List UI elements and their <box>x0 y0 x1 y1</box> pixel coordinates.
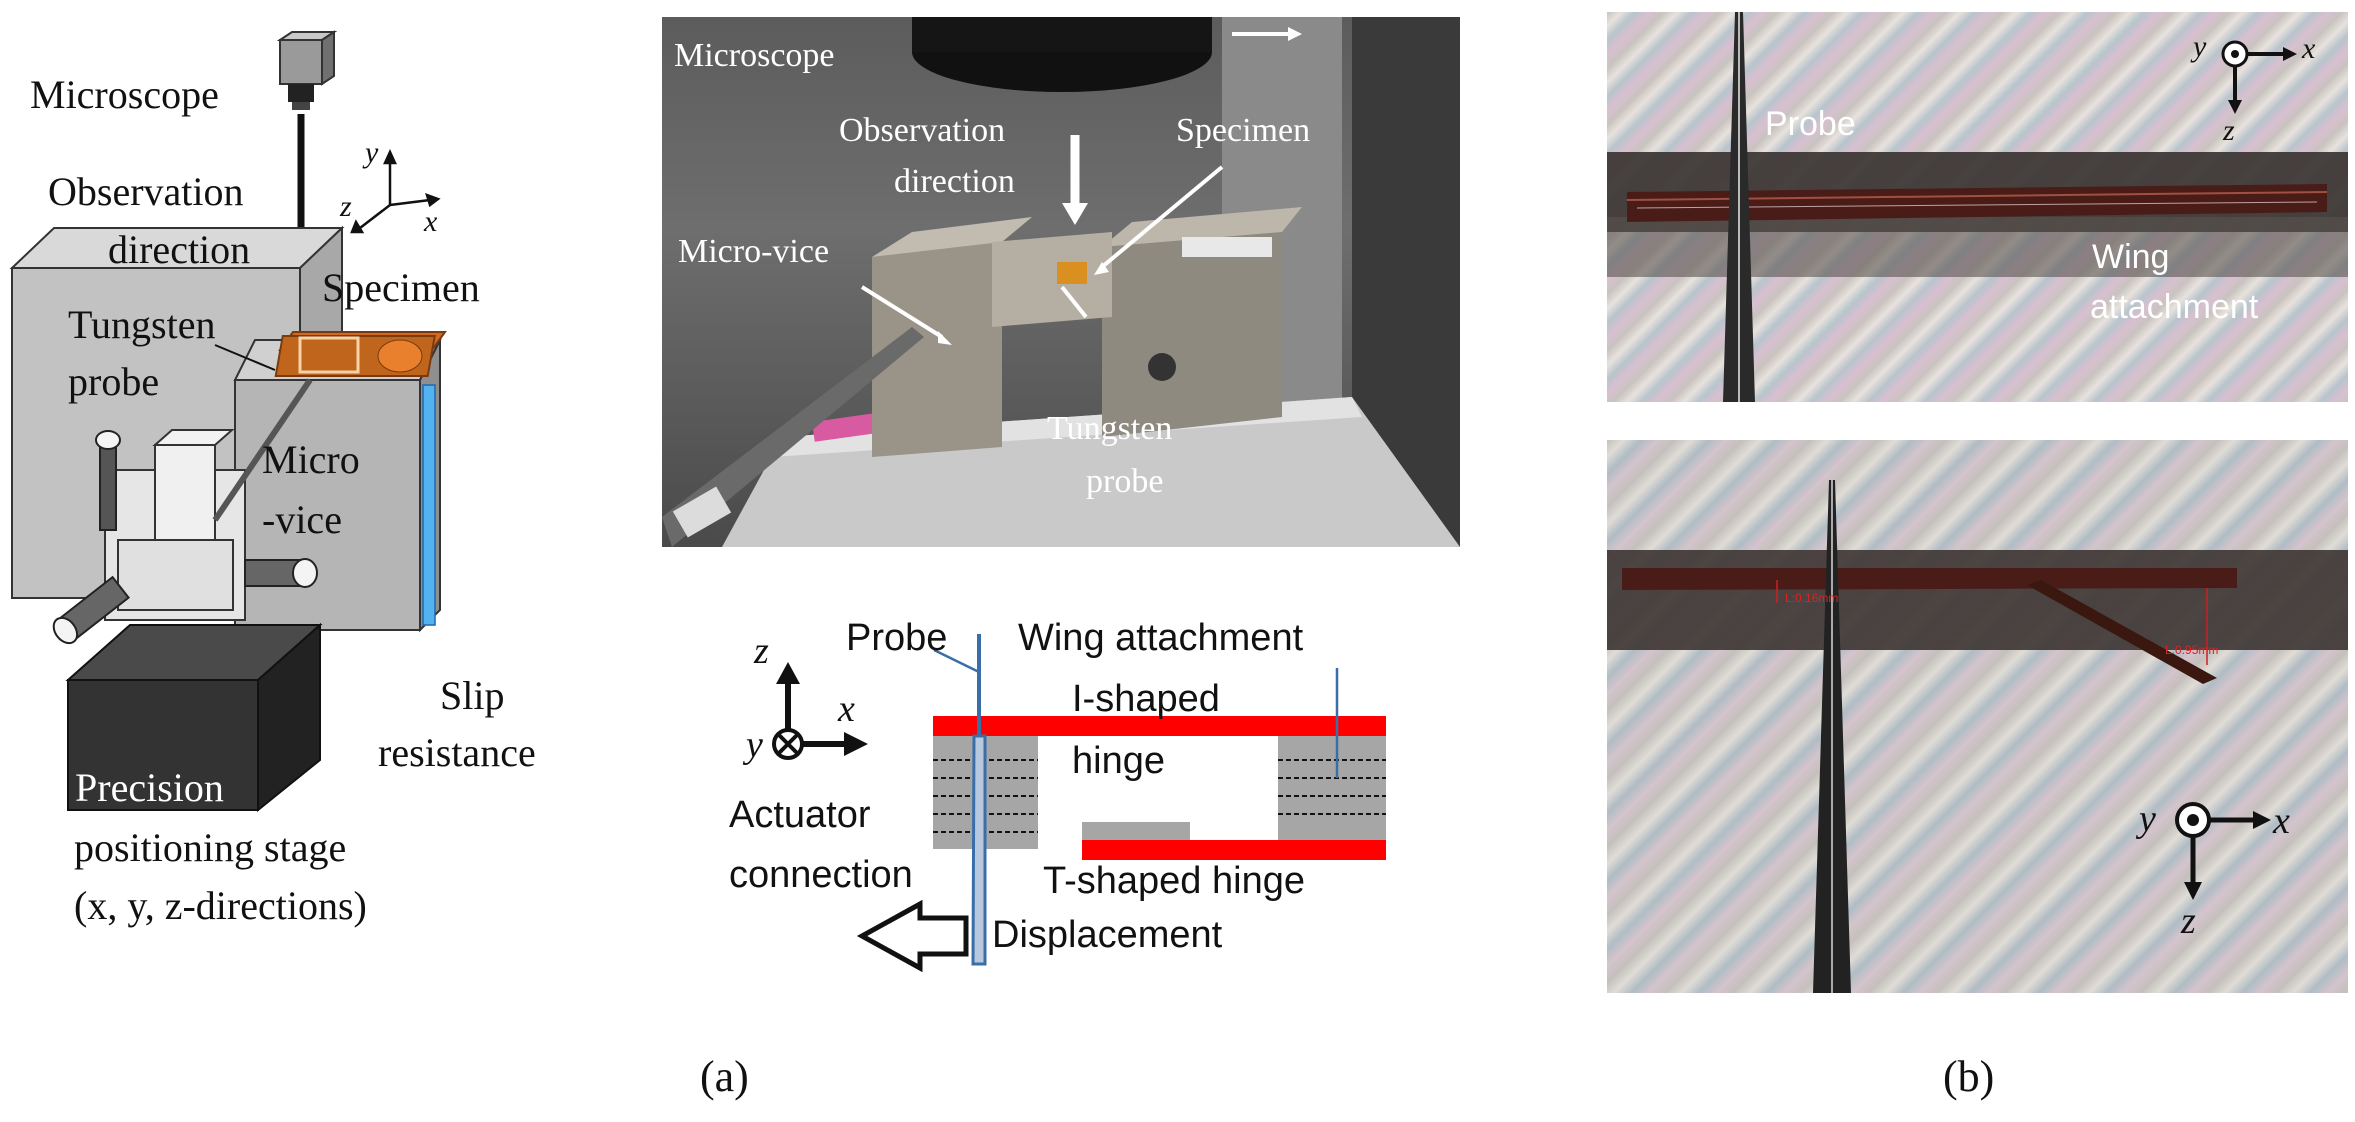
right-bottom-photo: L:0.16mm L:0.95mm y x z <box>1607 440 2348 993</box>
right-bottom-drawing <box>1607 480 2348 993</box>
right-bottom-measure2: L:0.95mm <box>2165 643 2219 657</box>
photo-label-observation-line1: Observation <box>839 112 1006 149</box>
photo-label-tungsten-line2: probe <box>1086 463 1164 500</box>
label-micro-line1: Micro <box>262 437 360 482</box>
right-bottom-axis-x: x <box>2273 800 2290 842</box>
schematic-label-wing-attachment: Wing attachment <box>1018 617 1304 659</box>
left-gray-block <box>933 736 1038 849</box>
right-bottom-axis-z: z <box>2181 900 2196 942</box>
left-diagram-drawing <box>9 30 447 813</box>
schematic-label-probe: Probe <box>846 617 948 659</box>
schematic-label-t-hinge: T-shaped hinge <box>1043 860 1305 902</box>
right-top-axis-x: x <box>2302 32 2316 65</box>
stage-column <box>52 429 318 645</box>
schematic-label-actuator-line2: connection <box>729 854 913 896</box>
small-gray-block <box>1082 822 1190 840</box>
specimen-drawing <box>274 331 447 377</box>
label-tungsten-line1: Tungsten <box>68 302 216 347</box>
probe-shape <box>971 734 987 966</box>
right-top-drawing <box>1607 12 2348 402</box>
precision-stage-base <box>65 622 323 813</box>
right-top-axis-y: y <box>2193 30 2207 63</box>
microscope-icon <box>276 30 338 110</box>
displacement-arrow <box>856 899 969 973</box>
label-directions: (x, y, z-directions) <box>74 883 367 928</box>
axis-label-x: x <box>424 205 438 238</box>
right-top-label-probe: Probe <box>1765 105 1856 143</box>
photo-label-microvice: Micro-vice <box>678 233 830 270</box>
schematic-label-actuator-line1: Actuator <box>729 794 871 836</box>
label-observation-line2: direction <box>108 227 251 272</box>
bottom-red-plate <box>1082 840 1386 860</box>
right-top-photo: Probe Wing attachment y x z <box>1607 12 2348 402</box>
center-photo-drawing <box>662 17 1460 547</box>
center-photo: Microscope Observation direction Specime… <box>662 17 1460 547</box>
axis-label-y: y <box>365 136 379 169</box>
caption-a: (a) <box>700 1052 749 1101</box>
caption-b: (b) <box>1943 1052 1995 1101</box>
photo-label-observation-line2: direction <box>894 163 1015 200</box>
schematic-label-displacement: Displacement <box>992 914 1223 956</box>
label-observation-line1: Observation <box>48 169 244 214</box>
schematic-axis-y: y <box>746 724 763 766</box>
right-bottom-measure1: L:0.16mm <box>1785 591 1839 605</box>
schematic-axis-z: z <box>754 630 769 672</box>
right-top-axis-z: z <box>2223 114 2235 147</box>
right-top-label-wing-line2: attachment <box>2090 288 2259 326</box>
axis-label-z: z <box>340 190 352 223</box>
schematic-label-i-hinge-line2: hinge <box>1072 740 1165 782</box>
photo-label-specimen: Specimen <box>1176 112 1311 149</box>
tungsten-probe-line <box>212 378 313 522</box>
label-slip-line2: resistance <box>378 730 536 775</box>
label-precision: Precision <box>75 765 224 810</box>
photo-label-tungsten-line1: Tungsten <box>1047 410 1173 447</box>
photo-label-microscope: Microscope <box>674 37 835 74</box>
label-positioning: positioning stage <box>74 825 347 870</box>
right-gray-block <box>1278 736 1386 840</box>
label-micro-line2: -vice <box>262 497 342 542</box>
label-specimen: Specimen <box>322 265 480 310</box>
schematic-label-i-hinge-line1: I-shaped <box>1072 678 1220 720</box>
right-bottom-axis-y: y <box>2139 798 2156 840</box>
label-slip-line1: Slip <box>440 673 505 718</box>
right-top-label-wing-line1: Wing <box>2092 238 2170 276</box>
schematic-axis-x: x <box>838 688 855 730</box>
label-tungsten-line2: probe <box>68 359 160 404</box>
label-microscope: Microscope <box>30 72 219 117</box>
axis-triad <box>350 148 441 234</box>
